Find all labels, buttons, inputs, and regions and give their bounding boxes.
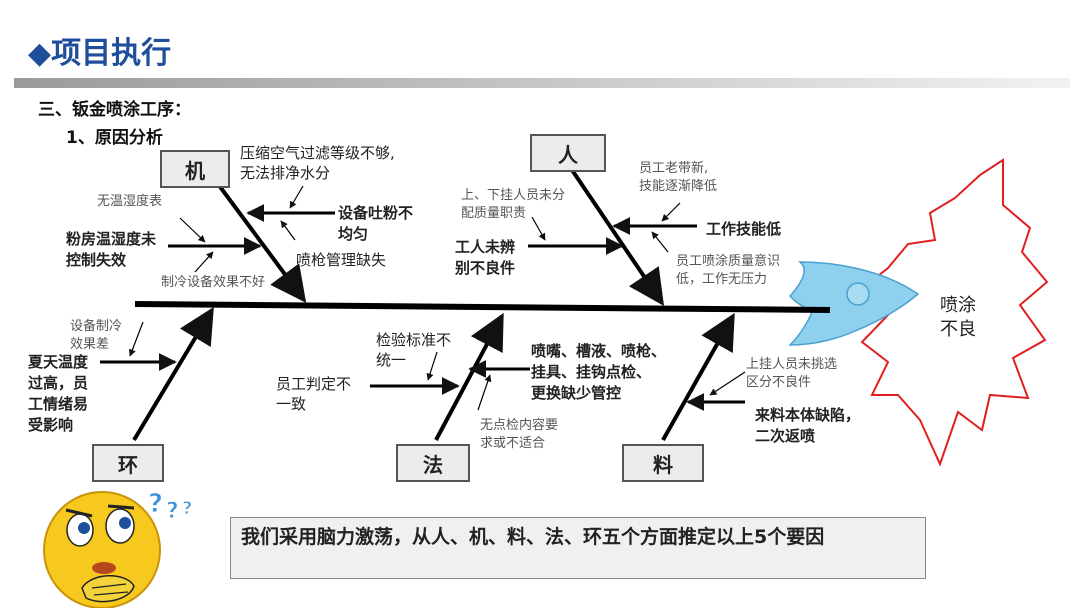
cause-summer-heat: 夏天温度过高，员工情绪易受影响	[28, 352, 88, 436]
svg-text:?: ?	[166, 499, 179, 524]
category-environment: 环	[92, 444, 164, 482]
cause-powder-uneven: 设备吐粉不均匀	[338, 203, 413, 245]
cause-not-identify-defects: 工人未辨别不良件	[455, 237, 515, 279]
cause-inspection-content: 无点检内容要求或不适合	[480, 417, 558, 453]
result-label: 喷涂不良	[940, 294, 976, 342]
cause-inspection-standard: 检验标准不统一	[376, 330, 451, 370]
thinking-face-icon: ? ? ?	[42, 488, 202, 608]
cause-air-filter: 压缩空气过滤等级不够,无法排净水分	[240, 143, 395, 183]
cause-no-hygrometer: 无温湿度表	[97, 193, 162, 211]
cause-room-humidity: 粉房温湿度未控制失效	[66, 229, 156, 271]
cause-material-defect: 来料本体缺陷，二次返喷	[755, 405, 860, 447]
cause-no-quality-duty: 上、下挂人员未分配质量职责	[461, 187, 565, 223]
cause-judgement: 员工判定不一致	[276, 374, 351, 414]
question-marks-icon: ? ? ?	[148, 489, 192, 524]
cause-parts-control: 喷嘴、槽液、喷枪、挂具、挂钩点检、更换缺少管控	[531, 341, 666, 404]
category-people: 人	[530, 134, 606, 172]
cause-old-with-new: 员工老带新,技能逐渐降低	[639, 160, 717, 196]
cause-low-skill: 工作技能低	[706, 219, 781, 240]
svg-text:?: ?	[182, 498, 192, 519]
category-machine: 机	[160, 150, 230, 188]
conclusion-box: 我们采用脑力激荡，从人、机、料、法、环五个方面推定以上5个要因	[230, 517, 926, 579]
category-material: 料	[622, 444, 704, 482]
cause-not-sorted: 上挂人员未挑选区分不良件	[746, 356, 837, 392]
svg-text:?: ?	[148, 489, 163, 519]
cause-low-awareness: 员工喷涂质量意识低，工作无压力	[676, 253, 780, 289]
category-method: 法	[396, 444, 470, 482]
cause-gun-management: 喷枪管理缺失	[296, 250, 386, 270]
cause-cooling-equipment: 制冷设备效果不好	[161, 274, 265, 292]
cause-env-cooling: 设备制冷效果差	[70, 318, 122, 354]
